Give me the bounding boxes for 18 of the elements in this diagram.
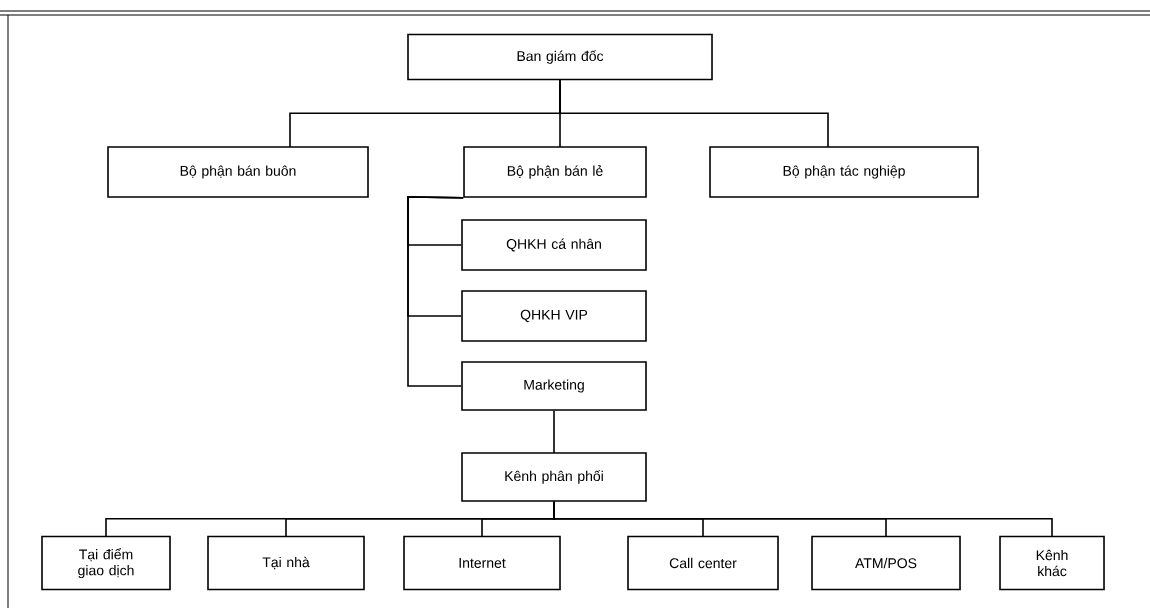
- org-box: Marketing: [461, 361, 647, 411]
- org-box: ATM/POS: [811, 535, 961, 591]
- org-box: Bộ phận bán buôn: [107, 146, 369, 198]
- org-box: QHKH VIP: [461, 290, 647, 342]
- connector-line: [407, 196, 464, 387]
- org-box: Tại điểm giao dịch: [41, 535, 171, 591]
- org-box: Kênh phân phối: [461, 452, 647, 502]
- org-box: Bộ phận tác nghiệp: [709, 146, 979, 198]
- org-box: Internet: [403, 535, 561, 591]
- connector-line: [559, 79, 829, 148]
- connector-line: [553, 501, 1053, 538]
- org-box: Tại nhà: [207, 535, 365, 591]
- org-box: QHKH cá nhân: [461, 219, 647, 271]
- org-box: Bộ phận bán lẻ: [463, 146, 647, 198]
- org-box: Call center: [627, 535, 779, 591]
- connector-line: [553, 410, 555, 454]
- org-box: Ban giám đốc: [407, 33, 713, 81]
- org-box: Kênh khác: [999, 535, 1105, 591]
